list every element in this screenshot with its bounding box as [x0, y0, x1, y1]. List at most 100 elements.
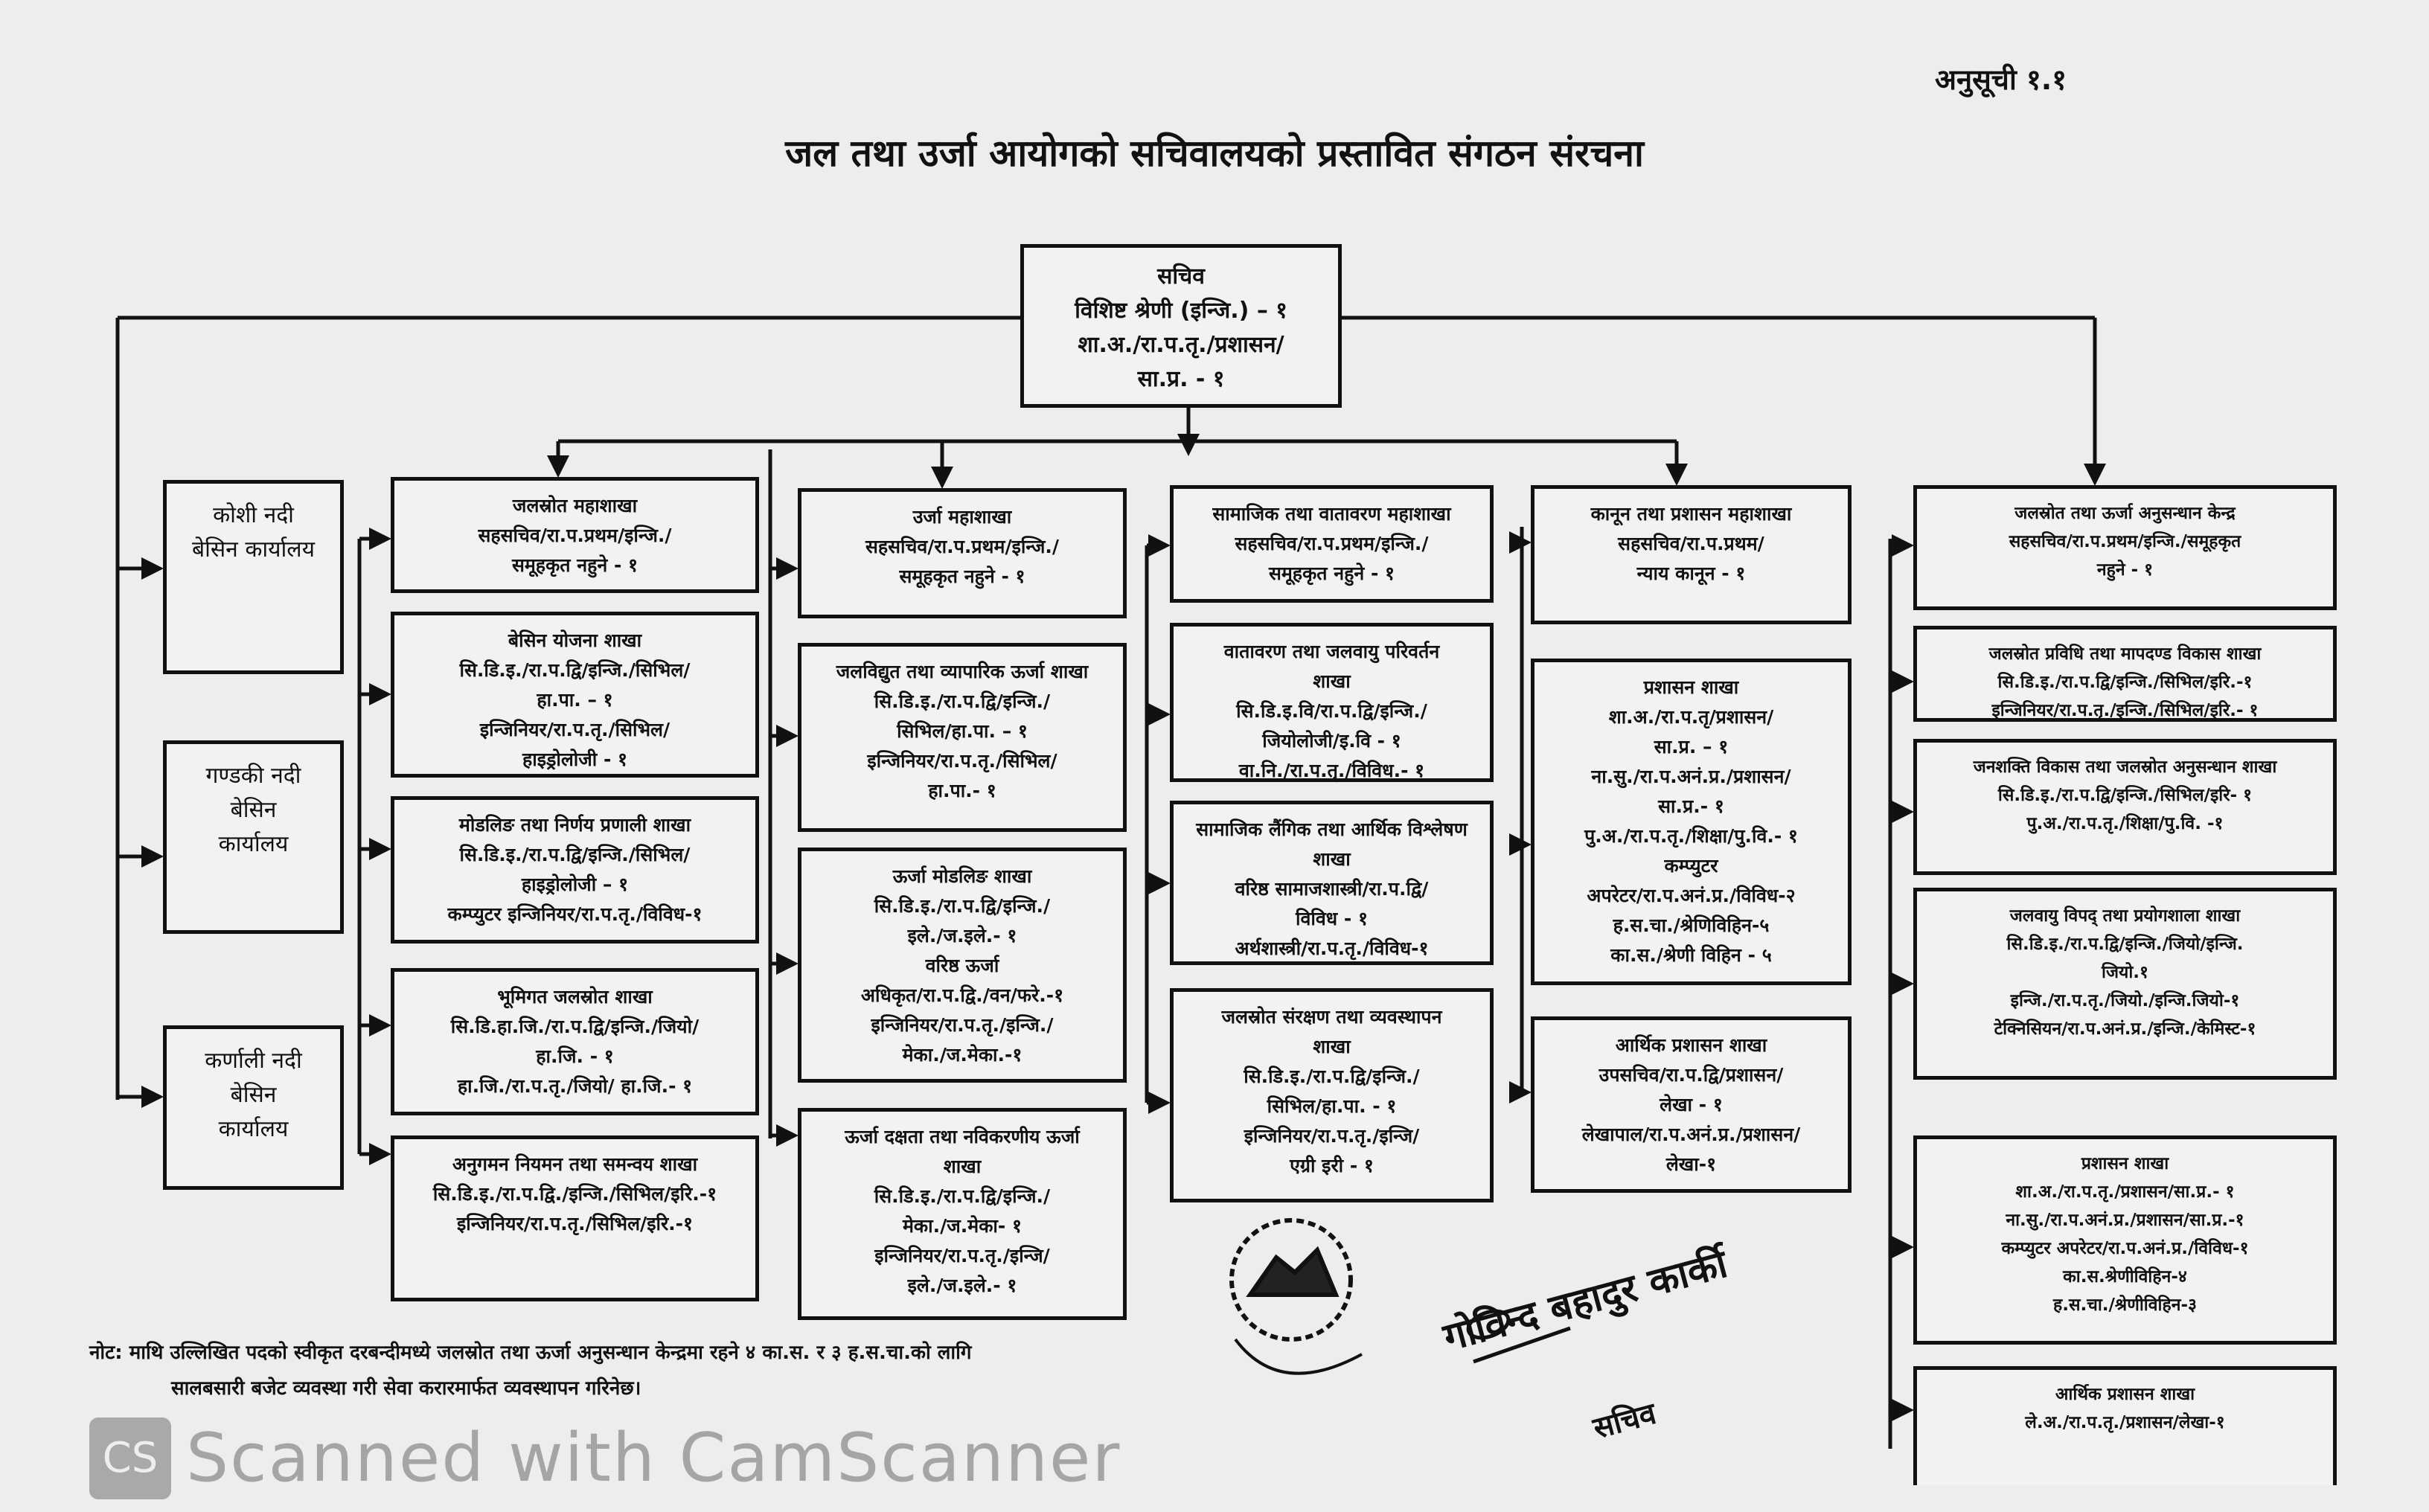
box-line: इन्जिनियर/रा.प.तृ./सिभिल/इरि.-१ — [456, 1213, 694, 1234]
box-line: इले./ज.इले.- १ — [907, 1275, 1017, 1296]
box-line: सि.डि.इ./रा.प.द्वि/इन्जि./ — [874, 691, 1051, 712]
box-title: कानून तथा प्रशासन महाशाखा — [1590, 503, 1792, 525]
box-title: ऊर्जा दक्षता तथा नविकरणीय ऊर्जा — [845, 1126, 1080, 1147]
box-line: इन्जिनियर/रा.प.तृ./सिभिल/ — [479, 719, 671, 740]
box-line: शाखा — [1313, 848, 1351, 870]
box-title: जलस्रोत प्रविधि तथा मापदण्ड विकास शाखा — [1988, 644, 2262, 664]
box-line: का.स.श्रेणीविहिन-४ — [2063, 1267, 2187, 1287]
box-line: सि.डि.इ./रा.प.द्वि/इन्जि./सिभिल/ — [459, 844, 691, 865]
research-centre: जलस्रोत तथा ऊर्जा अनुसन्धान केन्द्र सहसचि… — [1913, 485, 2337, 610]
box-line: इन्जिनियर/रा.प.तृ./इन्जि/ — [1244, 1125, 1420, 1147]
box-title: उर्जा महाशाखा — [912, 506, 1012, 528]
signature-mark-icon — [1466, 1309, 1571, 1364]
box-line: वा.नि./रा.प.तृ./विविध.- १ — [1238, 760, 1425, 781]
human-resource-section: जनशक्ति विकास तथा जलस्रोत अनुसन्धान शाखा… — [1913, 739, 2337, 875]
water-resources-division: जलस्रोत महाशाखा सहसचिव/रा.प.प्रथम/इन्जि./… — [391, 477, 759, 593]
box-line: हा.जि./रा.प.तृ./जियो/ हा.जि.- १ — [457, 1075, 693, 1097]
climate-disaster-lab-section: जलवायु विपद् तथा प्रयोगशाला शाखासि.डि.इ.… — [1913, 888, 2337, 1080]
basin-planning-section: बेसिन योजना शाखासि.डि.इ./रा.प.द्वि/इन्जि… — [391, 612, 759, 778]
box-line: सि.डि.इ./रा.प.द्वि/इन्जि./सिभिल/इरि.-१ — [1997, 673, 2253, 692]
box-line: इले./ज.इले.- १ — [907, 925, 1017, 946]
box-line: सिभिल/हा.पा. – १ — [897, 720, 1028, 742]
centre-administration-section: प्रशासन शाखाशा.अ./रा.प.तृ./प्रशासन/सा.प्… — [1913, 1135, 2337, 1345]
box-line: इन्जिनियर/रा.प.तृ./इन्जि./ — [871, 1014, 1054, 1036]
box-title: आर्थिक प्रशासन शाखा — [1615, 1034, 1767, 1056]
box-title: जनशक्ति विकास तथा जलस्रोत अनुसन्धान शाखा — [1973, 757, 2277, 777]
administration-section: प्रशासन शाखाशा.अ./रा.प.तृ/प्रशासन/सा.प्र… — [1531, 659, 1852, 985]
box-line: सि.डि.इ./रा.प.द्वि/इन्जि./ — [1244, 1066, 1420, 1087]
box-line: ना.सु./रा.प.अनं.प्र./प्रशासन/ — [1591, 766, 1791, 787]
box-title: अनुगमन नियमन तथा समन्वय शाखा — [452, 1153, 698, 1175]
box-line: सहसचिव/रा.प.प्रथम/इन्जि./ — [865, 536, 1059, 557]
financial-admin-section: आर्थिक प्रशासन शाखा उपसचिव/रा.प.द्वि/प्रश… — [1531, 1016, 1852, 1193]
scanner-watermark: Scanned with CamScanner — [186, 1419, 1121, 1497]
box-line: उपसचिव/रा.प.द्वि/प्रशासन/ — [1598, 1064, 1784, 1086]
box-title: कर्णाली नदी — [205, 1048, 302, 1074]
gender-economic-section: सामाजिक लैंगिक तथा आर्थिक विश्लेषण शाखा वर… — [1170, 801, 1494, 965]
box-title: प्रशासन शाखा — [1643, 676, 1739, 698]
technology-standards-section: जलस्रोत प्रविधि तथा मापदण्ड विकास शाखा सि… — [1913, 626, 2337, 722]
box-line: लेखा-१ — [1665, 1153, 1717, 1175]
box-line: जियोलोजी/इ.वि - १ — [1262, 730, 1401, 752]
energy-efficiency-section: ऊर्जा दक्षता तथा नविकरणीय ऊर्जाशाखासि.डि… — [798, 1108, 1127, 1320]
box-title: सामाजिक तथा वातावरण महाशाखा — [1212, 503, 1451, 525]
social-environment-division: सामाजिक तथा वातावरण महाशाखासहसचिव/रा.प.प… — [1170, 485, 1494, 603]
box-line: ह.स.चा./श्रेणिविहिन-५ — [1613, 914, 1770, 936]
box-line: ना.सु./रा.प.अनं.प्र./प्रशासन/सा.प्र.-१ — [2006, 1211, 2244, 1230]
box-line: अपरेटर/रा.प.अनं.प्र./विविध-२ — [1587, 885, 1796, 906]
box-line: कम्प्युटर इन्जिनियर/रा.प.तृ./विविध-१ — [447, 903, 703, 925]
box-line: कम्प्युटर — [1664, 855, 1718, 877]
law-admin-division: कानून तथा प्रशासन महाशाखा सहसचिव/रा.प.प्र… — [1531, 485, 1852, 624]
box-line: शाखा — [1313, 670, 1351, 692]
box-line: शा.अ./रा.प.तृ./प्रशासन/सा.प्र.- १ — [2015, 1182, 2235, 1202]
box-line: शा.अ./रा.प.तृ./प्रशासन/ — [1078, 332, 1284, 358]
box-line: सा.प्र.- १ — [1658, 795, 1724, 817]
box-title: मोडलिङ तथा निर्णय प्रणाली शाखा — [458, 814, 691, 836]
box-line: कार्यालय — [218, 831, 289, 857]
box-line: हा.जि. - १ — [536, 1045, 614, 1067]
box-line: अर्थशास्त्री/रा.प.तृ./विविध-१ — [1235, 938, 1429, 959]
box-line: हाइड्रोलोजी – १ — [521, 874, 629, 895]
box-line: सहसचिव/रा.प.प्रथम/ — [1618, 533, 1764, 554]
box-line: सहसचिव/रा.प.प्रथम/इन्जि./समूहकृत — [2009, 532, 2241, 551]
box-line: हाइड्रोलोजी - १ — [522, 749, 628, 770]
box-line: मेका./ज.मेका.-१ — [902, 1044, 1023, 1066]
box-line: वरिष्ठ सामाजशास्त्री/रा.प.द्वि/ — [1235, 878, 1429, 900]
groundwater-section: भूमिगत जलस्रोत शाखा सि.डि.हा.जि./रा.प.द्व… — [391, 968, 759, 1115]
box-line: सिभिल/हा.पा. - १ — [1267, 1095, 1397, 1117]
box-line: सा.प्र. – १ — [1654, 736, 1729, 757]
box-line: न्याय कानून - १ — [1636, 563, 1746, 584]
box-line: कम्प्युटर अपरेटर/रा.प.अनं.प्र./विविध-१ — [2001, 1239, 2249, 1258]
box-title: जलस्रोत संरक्षण तथा व्यवस्थापन — [1221, 1006, 1442, 1028]
annex-label: अनुसूची १.१ — [1935, 63, 2067, 96]
energy-modelling-section: ऊर्जा मोडलिङ शाखासि.डि.इ./रा.प.द्वि/इन्ज… — [798, 848, 1127, 1083]
box-line: अधिकृत/रा.प.द्वि./वन/फरे.-१ — [860, 984, 1064, 1006]
box-line: बेसिन — [230, 1082, 277, 1108]
box-line: विविध - १ — [1296, 908, 1368, 929]
footnote-line-1: नोट: माथि उल्लिखित पदको स्वीकृत दरबन्दीम… — [89, 1342, 972, 1364]
camscanner-logo-icon: CS — [89, 1418, 171, 1499]
box-line: कार्यालय — [218, 1116, 289, 1142]
box-line: सि.डि.इ./रा.प.द्वि./इन्जि./सिभिल/इरि.-१ — [432, 1183, 717, 1205]
box-line: ह.स.चा./श्रेणीविहिन-३ — [2053, 1295, 2197, 1315]
box-line: लेखापाल/रा.प.अनं.प्र./प्रशासन/ — [1581, 1124, 1801, 1145]
box-line: हा.पा. – १ — [537, 689, 613, 711]
box-line: ले.अ./रा.प.तृ./प्रशासन/लेखा-१ — [2025, 1413, 2225, 1432]
box-title: भूमिगत जलस्रोत शाखा — [497, 986, 653, 1008]
footnote-line-2: सालबसारी बजेट व्यवस्था गरी सेवा करारमार्… — [171, 1377, 641, 1400]
box-title: गण्डकी नदी — [205, 763, 301, 789]
box-line: इन्जिनियर/रा.प.तृ./इन्जि./सिभिल/इरि.- १ — [1991, 701, 2259, 720]
box-title: सामाजिक लैंगिक तथा आर्थिक विश्लेषण — [1196, 819, 1468, 840]
box-line: शाखा — [943, 1156, 982, 1177]
box-title: जलवायु विपद् तथा प्रयोगशाला शाखा — [2009, 906, 2241, 926]
box-title: जलस्रोत तथा ऊर्जा अनुसन्धान केन्द्र — [2014, 504, 2236, 523]
box-title: ऊर्जा मोडलिङ शाखा — [892, 865, 1032, 887]
box-title: जलस्रोत महाशाखा — [512, 495, 638, 516]
box-line: समूहकृत नहुने - १ — [1268, 563, 1395, 584]
box-title: जलविद्युत तथा व्यापारिक ऊर्जा शाखा — [836, 661, 1089, 682]
box-line: सहसचिव/रा.प.प्रथम/इन्जि./ — [478, 525, 672, 546]
box-line: सि.डि.हा.जि./रा.प.द्वि/इन्जि./जियो/ — [450, 1016, 700, 1037]
